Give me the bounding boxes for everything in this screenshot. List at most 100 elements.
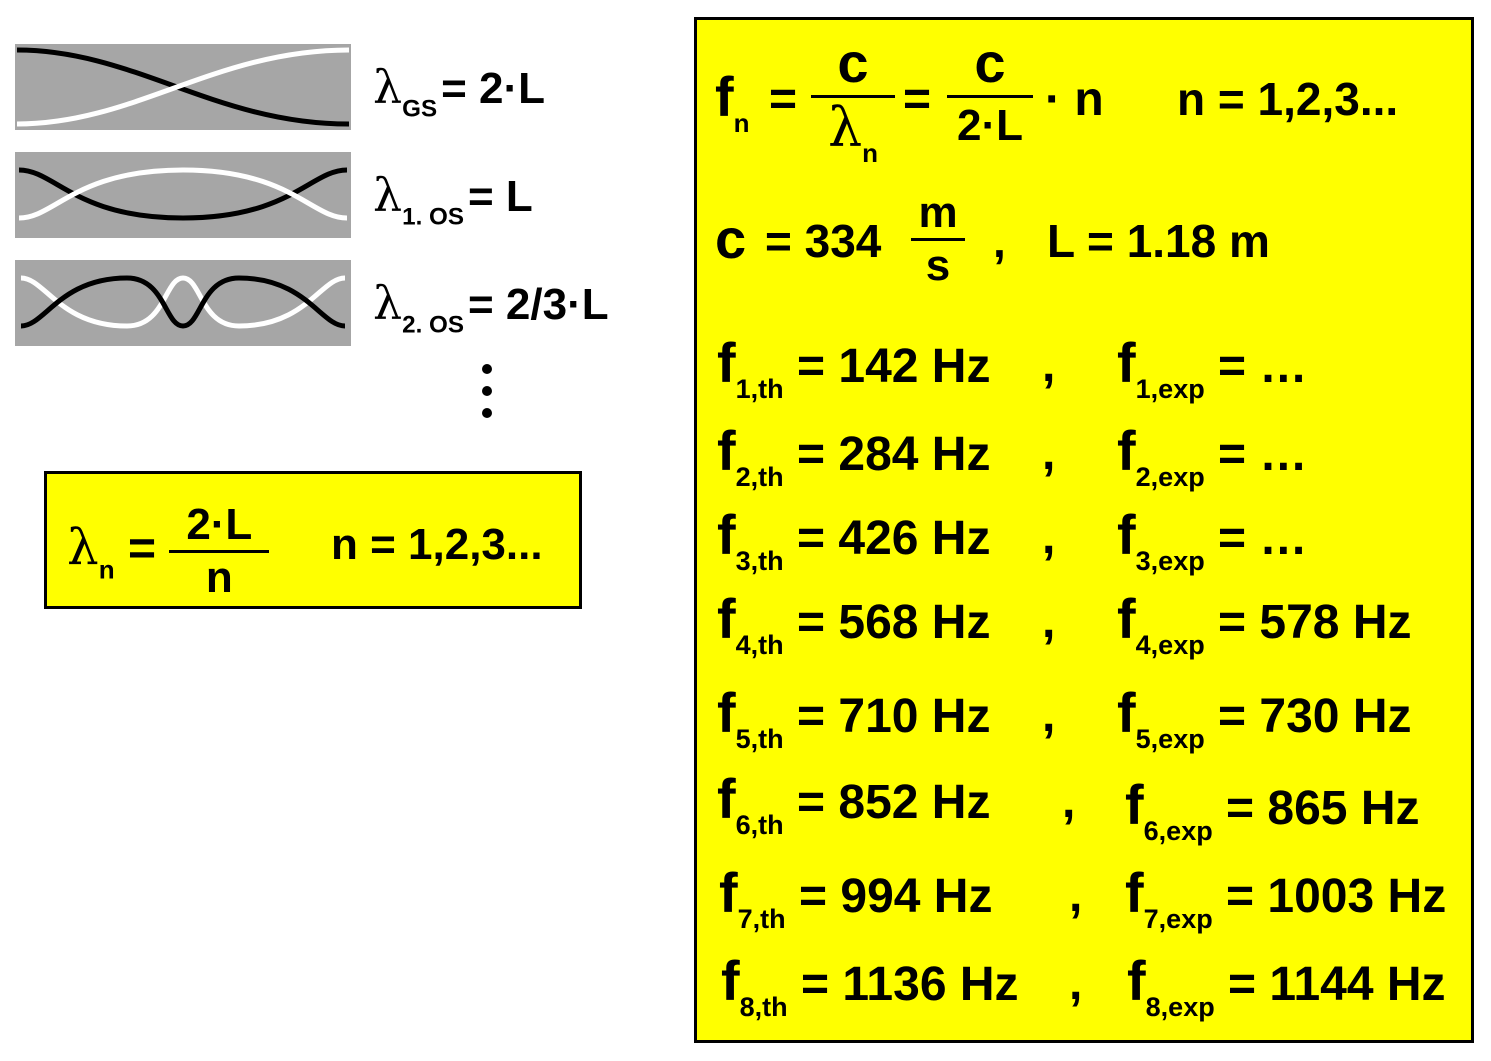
row-comma: ,: [1062, 774, 1075, 829]
wavelength-fundamental: λGS= 2·L: [373, 60, 545, 123]
separator-comma: ,: [993, 215, 1006, 267]
f-exp-2: f2,exp = …: [1117, 418, 1307, 493]
row-comma: ,: [1069, 868, 1082, 923]
frequency-subscript: 3,th: [735, 546, 784, 576]
equals-sign: =: [127, 522, 156, 576]
f-exp-8: f8,exp = 1144 Hz: [1127, 948, 1446, 1023]
comma: ,: [1062, 775, 1076, 828]
f-letter: f: [1125, 773, 1144, 836]
f-exp-5: f5,exp = 730 Hz: [1117, 680, 1412, 755]
comma: ,: [1069, 869, 1083, 922]
fraction-numerator: c: [837, 31, 869, 94]
frequency-value: = …: [1218, 512, 1308, 565]
f-exp-7: f7,exp = 1003 Hz: [1125, 860, 1446, 935]
row-comma: ,: [1042, 338, 1055, 393]
f-theory-5: f5,th = 710 Hz: [717, 680, 990, 755]
lambda-symbol: λ: [67, 518, 99, 577]
frequency-results-box: fn = c λn = c 2·L · n n = 1,2,3... c = 3…: [694, 17, 1474, 1043]
f-theory-2: f2,th = 284 Hz: [717, 418, 990, 493]
frequency-subscript: 7,th: [737, 904, 786, 934]
n-range: n = 1,2,3...: [331, 520, 543, 569]
row-comma: ,: [1042, 510, 1055, 565]
f-exp-6: f6,exp = 865 Hz: [1125, 772, 1420, 847]
frequency-value: = 1136 Hz: [801, 958, 1019, 1011]
fraction-c-over-lambda: c λn: [811, 31, 895, 167]
wavelength-second-overtone: λ2. OS= 2/3·L: [373, 276, 609, 339]
frequency-value: = …: [1218, 340, 1308, 393]
comma: ,: [1042, 339, 1056, 392]
comma: ,: [1069, 957, 1083, 1010]
fraction-c-over-2L: c 2·L: [947, 31, 1033, 153]
mode-subscript: GS: [402, 95, 438, 123]
frequency-subscript: 5,exp: [1135, 724, 1205, 754]
frequency-subscript: 6,th: [735, 810, 784, 840]
f-letter: f: [1117, 587, 1136, 650]
f-letter: f: [717, 767, 736, 830]
equals-sign: =: [769, 73, 798, 126]
vertical-ellipsis: [478, 362, 498, 422]
frequency-value: = 578 Hz: [1218, 596, 1412, 649]
frequency-subscript: 4,th: [735, 630, 784, 660]
n-range: n = 1,2,3...: [1177, 73, 1399, 125]
frequency-subscript: 1,exp: [1135, 374, 1205, 404]
unit-m-per-s: m s: [911, 188, 965, 291]
frequency-value: = …: [1218, 428, 1308, 481]
c-value: = 334: [765, 215, 882, 267]
unit-numerator: m: [918, 188, 958, 237]
f-letter: f: [1117, 681, 1136, 744]
mode-diagram-first-overtone: [15, 152, 351, 238]
frequency-value: = 730 Hz: [1218, 690, 1412, 743]
f-letter: f: [1127, 949, 1146, 1012]
f-letter: f: [717, 587, 736, 650]
comma: ,: [1042, 595, 1056, 648]
f-letter: f: [715, 65, 734, 128]
frequency-value: = 1144 Hz: [1228, 958, 1446, 1011]
f-theory-7: f7,th = 994 Hz: [719, 860, 992, 935]
frequency-subscript: 2,th: [735, 462, 784, 492]
frequency-value: = 426 Hz: [797, 512, 991, 565]
standing-wave-second-overtone: [20, 275, 346, 329]
f-letter: f: [717, 681, 736, 744]
frequency-subscript: 2,exp: [1135, 462, 1205, 492]
unit-denominator: s: [925, 241, 951, 291]
lambda-symbol: λ: [373, 276, 403, 330]
wavelength-formula: λn = 2·L n: [67, 500, 270, 601]
wavelength-value: = L: [468, 172, 533, 221]
frequency-subscript: 3,exp: [1135, 546, 1205, 576]
comma: ,: [1042, 427, 1056, 480]
mode-subscript: 2. OS: [402, 311, 464, 339]
f-letter: f: [719, 861, 738, 924]
fraction-numerator: c: [974, 31, 1006, 94]
f-letter: f: [717, 331, 736, 394]
frequency-subscript: 4,exp: [1135, 630, 1205, 660]
f-letter: f: [721, 949, 740, 1012]
wavelength-value: = 2·L: [441, 64, 546, 113]
L-value: L = 1.18 m: [1047, 215, 1270, 267]
f-letter: f: [1117, 331, 1136, 394]
frequency-subscript: 5,th: [735, 724, 784, 754]
f-letter: f: [1125, 861, 1144, 924]
row-comma: ,: [1069, 956, 1082, 1011]
fraction-denominator: 2·L: [957, 100, 1023, 150]
lambda-symbol: λ: [373, 60, 403, 114]
row-comma: ,: [1042, 426, 1055, 481]
frequency-value: = 1003 Hz: [1226, 870, 1447, 923]
f-letter: f: [717, 419, 736, 482]
fraction-numerator: 2·L: [186, 500, 253, 549]
comma: ,: [1042, 689, 1056, 742]
frequency-subscript: 8,th: [739, 992, 788, 1022]
frequency-subscript: 8,exp: [1145, 992, 1215, 1022]
wavelength-value: = 2/3·L: [468, 280, 609, 329]
f-letter: f: [717, 503, 736, 566]
frequency-value: = 852 Hz: [797, 776, 991, 829]
f-theory-6: f6,th = 852 Hz: [717, 766, 990, 841]
c-label: c: [715, 207, 747, 270]
lambda-symbol: λ: [373, 168, 403, 222]
equals-sign: =: [903, 73, 932, 126]
f-theory-8: f8,th = 1136 Hz: [721, 948, 1019, 1023]
frequency-value: = 865 Hz: [1226, 782, 1420, 835]
f-theory-3: f3,th = 426 Hz: [717, 502, 990, 577]
f-subscript: n: [733, 108, 750, 138]
row-comma: ,: [1042, 594, 1055, 649]
times-n: · n: [1045, 73, 1104, 126]
